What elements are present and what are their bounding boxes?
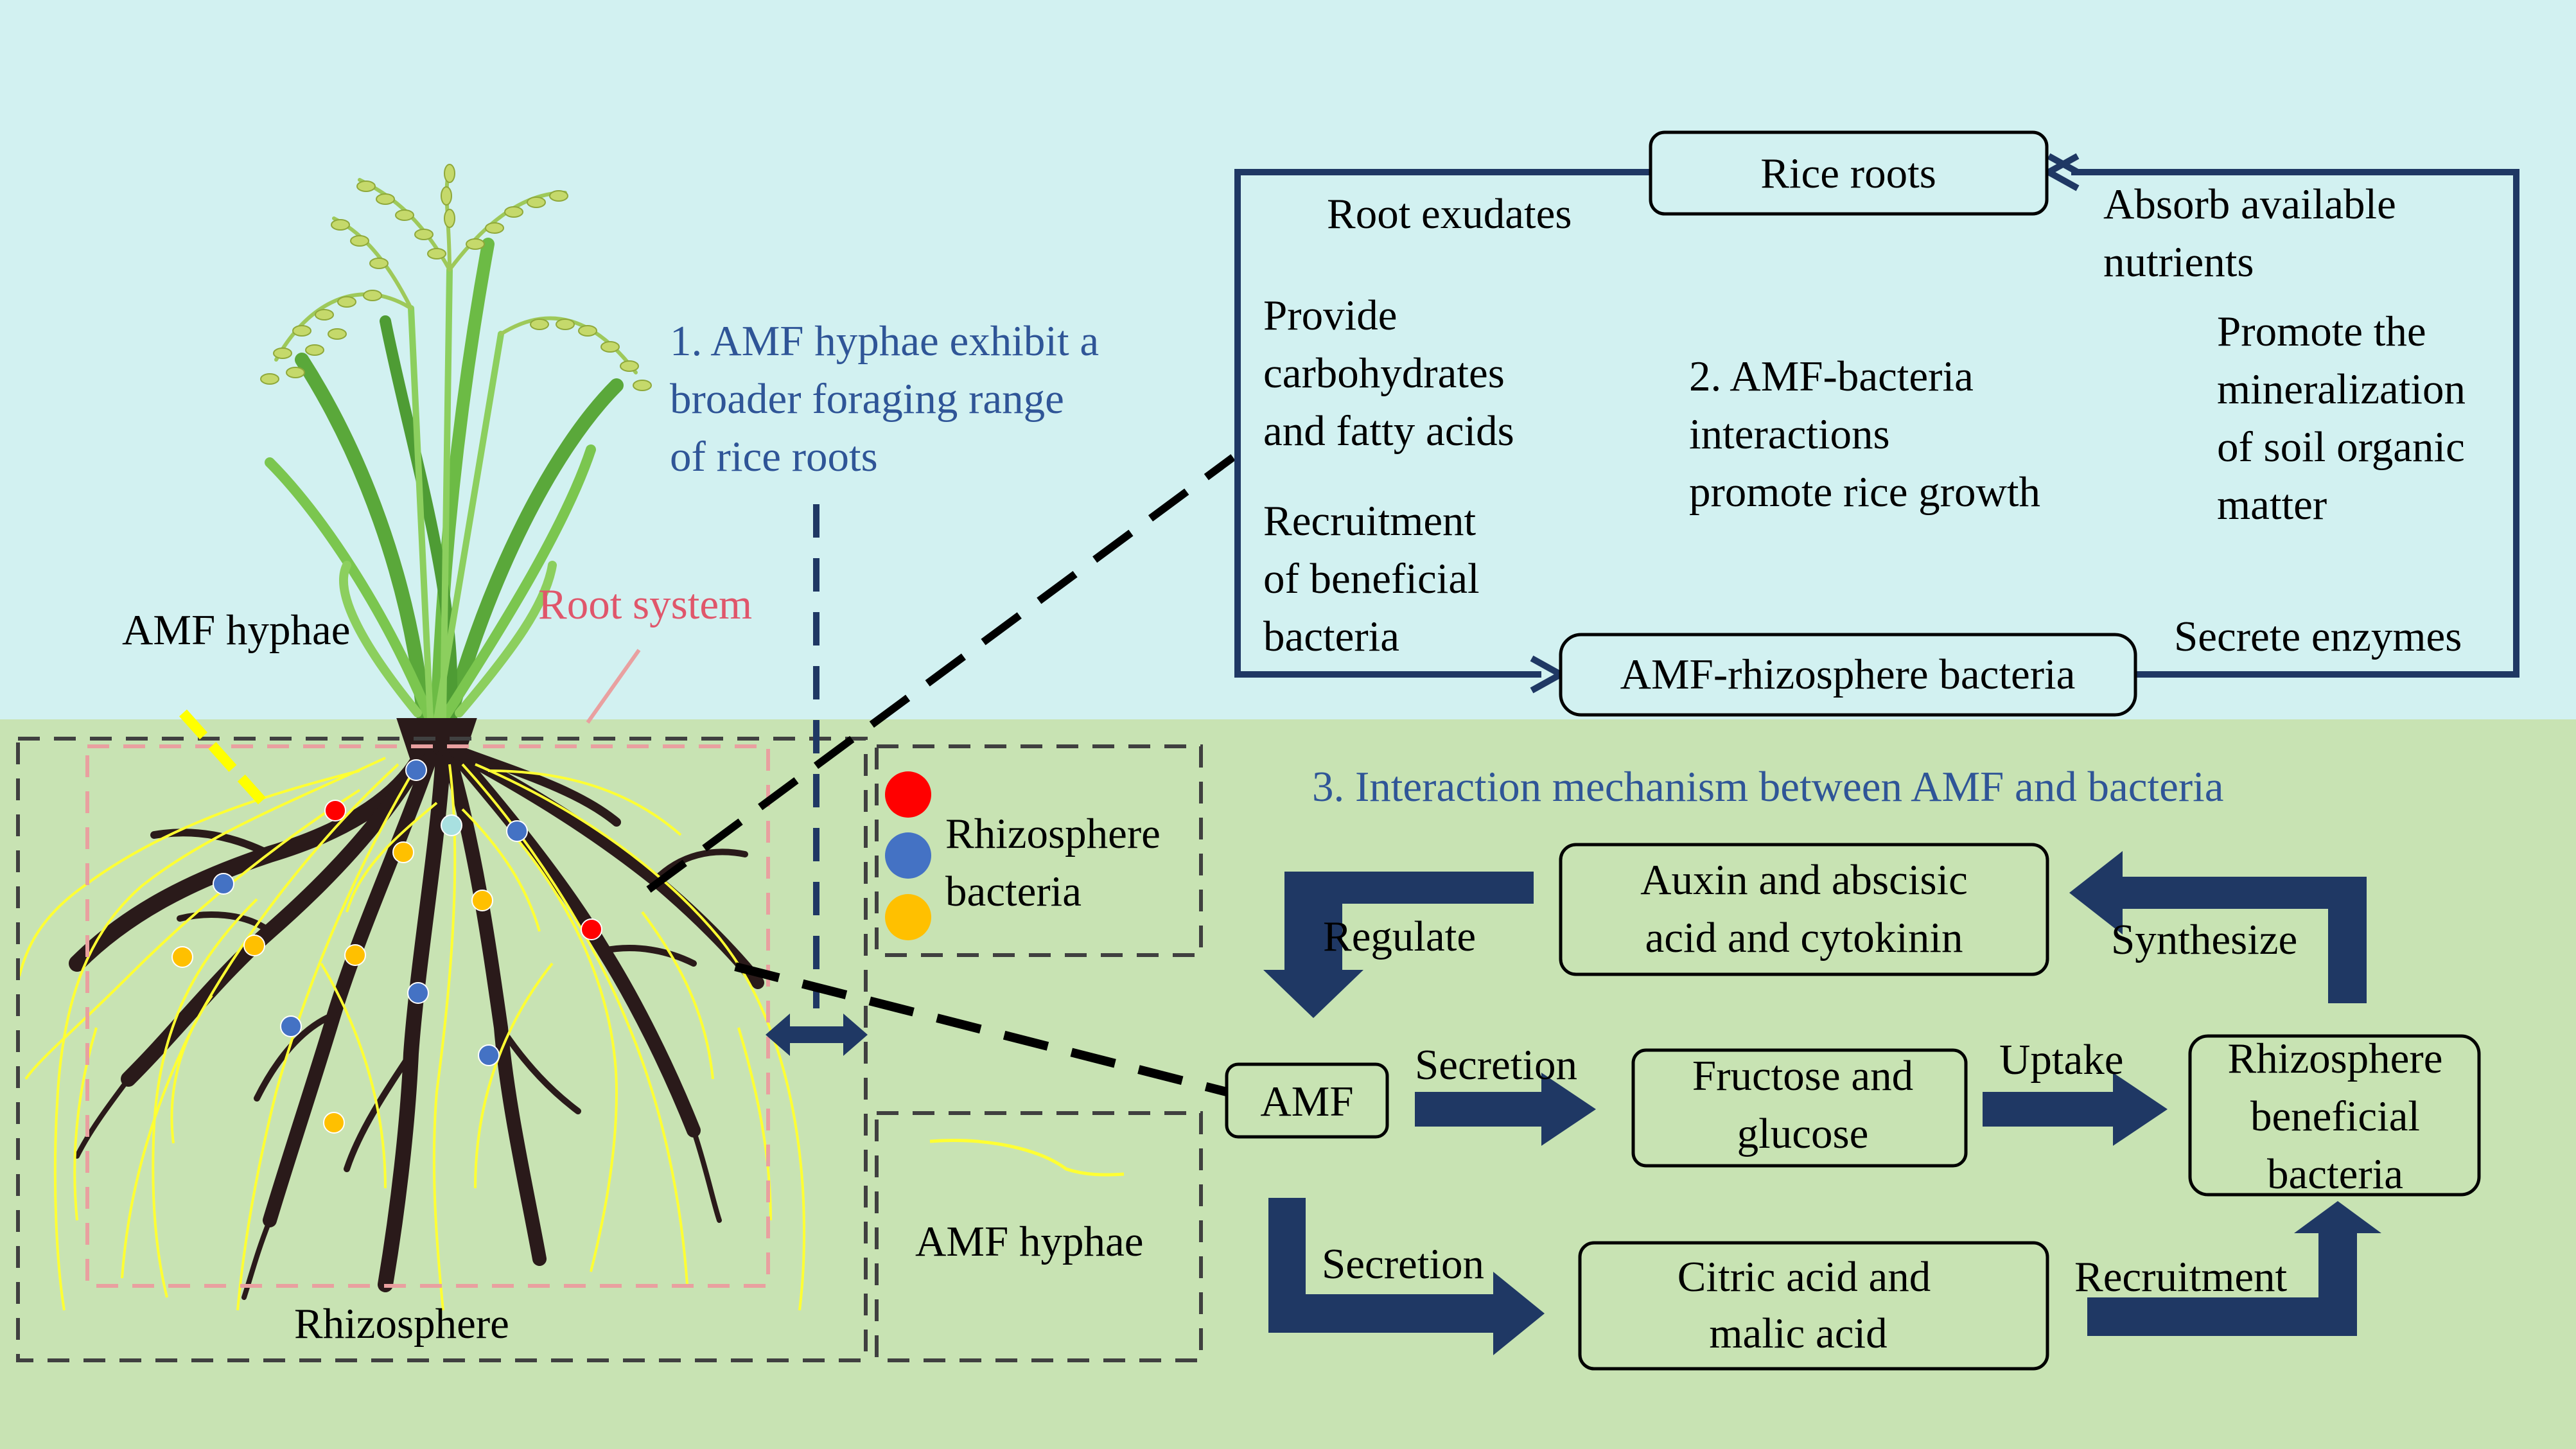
provide-line2: carbohydrates <box>1263 349 1505 397</box>
uptake-label: Uptake <box>1999 1036 2123 1084</box>
provide-line3: and fatty acids <box>1263 407 1514 455</box>
legend-hyphae-line <box>929 1139 1125 1177</box>
recruitment-arrow <box>2087 1201 2381 1336</box>
uptake-arrow <box>1983 1073 2168 1146</box>
absorb-line2: nutrients <box>2103 238 2254 286</box>
mechanism-arrows <box>1263 851 2381 1355</box>
promote-line2: mineralization <box>2217 365 2466 413</box>
legend-blue-bacteria <box>885 832 931 879</box>
regulate-label: Regulate <box>1323 913 1476 960</box>
fructose-line2: glucose <box>1737 1110 1869 1157</box>
amf-box <box>1225 1062 1389 1139</box>
legend-bacteria-line2: bacteria <box>945 868 1082 915</box>
amf-hyphae-pointer <box>179 709 270 810</box>
bacteria-legend-box <box>875 744 1203 957</box>
legend-hyphae-label: AMF hyphae <box>915 1218 1143 1265</box>
recruitment-line2: of beneficial <box>1263 555 1480 602</box>
mechanism-boxes <box>1225 843 2481 1371</box>
root-system-pointer <box>586 649 641 724</box>
secrete-enzymes-label: Secrete enzymes <box>2174 613 2462 660</box>
root-bacteria-dots <box>171 759 602 1134</box>
secretion-top-arrow <box>1415 1073 1596 1146</box>
center-line2: interactions <box>1689 410 1890 458</box>
beneficial-line3: bacteria <box>2267 1150 2403 1198</box>
recruitment-line1: Recruitment <box>1263 497 1476 545</box>
legend-red-bacteria <box>885 771 931 818</box>
beneficial-line1: Rhizosphere <box>2228 1035 2443 1082</box>
zoom-line-lower <box>734 962 1228 1096</box>
section1-line1: 1. AMF hyphae exhibit a <box>670 317 1099 365</box>
absorb-line1: Absorb available <box>2103 180 2396 228</box>
beneficial-box <box>2188 1034 2481 1197</box>
root-exudates-label: Root exudates <box>1327 190 1572 238</box>
amf-label: AMF <box>1260 1078 1353 1125</box>
regulate-arrow <box>1263 872 1534 1018</box>
mechanism-text: Auxin and abscisic acid and cytokinin Re… <box>1260 856 2442 1357</box>
auxin-line2: acid and cytokinin <box>1645 914 1963 962</box>
section1-line2: broader foraging range <box>670 375 1064 423</box>
amf-rhizo-label: AMF-rhizosphere bacteria <box>1620 651 2076 698</box>
center-line1: 2. AMF-bacteria <box>1689 353 1974 400</box>
cycle-text: Root exudates Provide carbohydrates and … <box>1263 180 2466 660</box>
recruitment-line3: bacteria <box>1263 613 1399 660</box>
amf-rhizo-box <box>1559 633 2137 717</box>
fructose-line1: Fructose and <box>1692 1052 1913 1100</box>
root-system-box <box>85 744 770 1288</box>
citric-box <box>1578 1241 2049 1371</box>
cycle-frame <box>1234 169 2519 678</box>
auxin-box <box>1559 843 2049 976</box>
auxin-line1: Auxin and abscisic <box>1640 856 1968 904</box>
secretion-bottom-label: Secretion <box>1322 1240 1484 1288</box>
sky-background <box>0 0 2576 719</box>
rice-roots-box <box>1649 130 2049 216</box>
promote-line1: Promote the <box>2217 308 2426 355</box>
promote-line3: of soil organic <box>2217 423 2465 471</box>
secretion-top-label: Secretion <box>1415 1041 1577 1089</box>
mechanism-title: 3. Interaction mechanism between AMF and… <box>1312 763 2224 811</box>
secretion-bottom-arrow <box>1268 1198 1545 1355</box>
synthesize-arrow <box>2069 851 2367 1003</box>
citric-line1: Citric acid and <box>1678 1253 1931 1301</box>
hyphae-legend-box <box>875 1111 1203 1362</box>
citric-line2: malic acid <box>1709 1310 1887 1357</box>
cycle-arrowhead-top-tip <box>2042 153 2080 191</box>
section1-line3: of rice roots <box>670 433 878 480</box>
promote-line4: matter <box>2217 481 2327 529</box>
rice-grains <box>260 164 652 391</box>
center-line3: promote rice growth <box>1689 468 2040 516</box>
legend-bacteria-line1: Rhizosphere <box>945 810 1161 857</box>
section1-text: 1. AMF hyphae exhibit a broader foraging… <box>670 317 1099 480</box>
rhizosphere-label: Rhizosphere <box>294 1300 509 1348</box>
recruitment-mech-label: Recruitment <box>2074 1253 2288 1301</box>
provide-line1: Provide <box>1263 292 1397 339</box>
rhizosphere-box <box>16 737 868 1362</box>
root-system-label: Root system <box>538 581 752 628</box>
zoom-line-upper <box>646 454 1236 893</box>
fructose-box <box>1631 1048 1968 1168</box>
rice-roots-label: Rice roots <box>1760 150 1936 197</box>
synthesize-label: Synthesize <box>2111 916 2297 963</box>
legend-orange-bacteria <box>885 894 931 940</box>
beneficial-line2: beneficial <box>2250 1093 2420 1140</box>
range-double-arrow <box>766 1014 868 1056</box>
amf-hyphae-label: AMF hyphae <box>122 606 350 654</box>
